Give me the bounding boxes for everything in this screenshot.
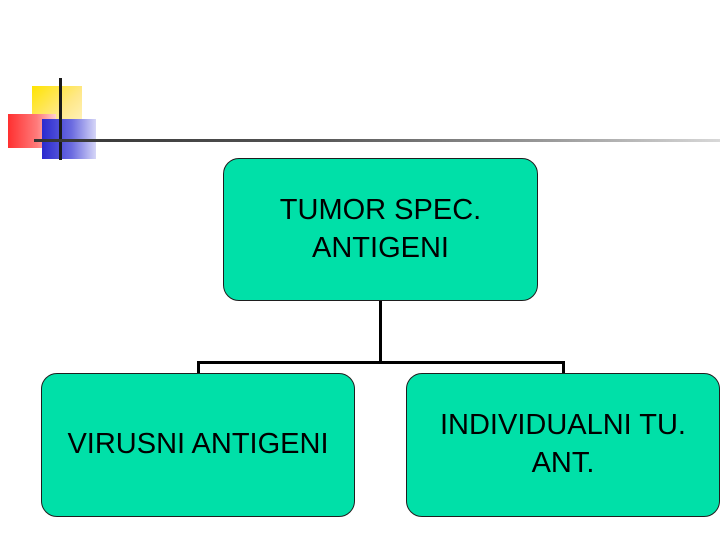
title-divider-line	[34, 139, 720, 142]
child-node-individualni: INDIVIDUALNI TU. ANT.	[406, 373, 720, 517]
connector-to-left-child	[197, 361, 200, 374]
connector-to-right-child	[562, 361, 565, 374]
child-node-virusni: VIRUSNI ANTIGENI	[41, 373, 355, 517]
connector-root-down	[379, 300, 382, 362]
connector-horizontal	[197, 361, 565, 364]
logo-vertical-line	[59, 78, 62, 160]
child-node-label: INDIVIDUALNI TU. ANT.	[439, 409, 686, 479]
root-node-label: TUMOR SPEC. ANTIGENI	[279, 193, 482, 264]
child-node-label: VIRUSNI ANTIGENI	[67, 428, 329, 461]
root-node: TUMOR SPEC. ANTIGENI	[223, 158, 538, 301]
